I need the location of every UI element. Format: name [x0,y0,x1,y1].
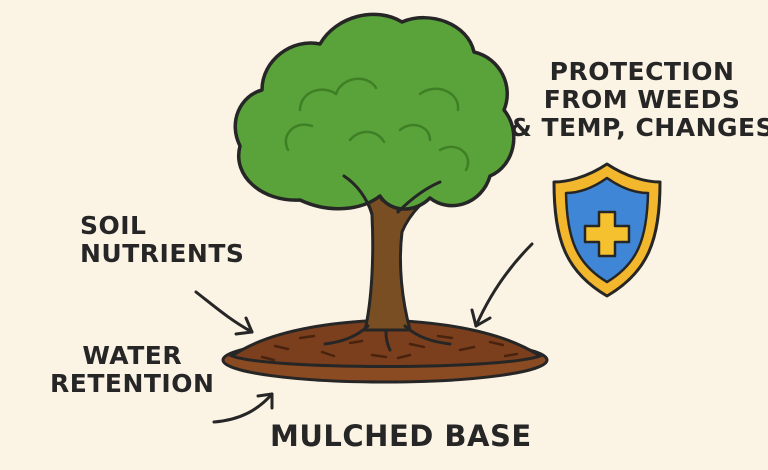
protection-label-line: PROTECTION [549,57,735,86]
protection-label: PROTECTION FROM WEEDS & TEMP, CHANGES [510,58,768,142]
tree-icon [233,12,516,352]
soil-label-line: NUTRIENTS [80,239,245,268]
water-label-line: RETENTION [50,369,215,398]
water-label-line: WATER [82,341,183,370]
arrow-soil-to-mound-icon [194,290,254,336]
soil-label-line: SOIL [80,211,147,240]
arrow-water-to-mound-icon [212,392,274,424]
protection-label-line: FROM WEEDS [543,85,741,114]
water-retention-label: WATER RETENTION [50,342,214,398]
arrow-shield-to-mound-icon [470,242,534,328]
protection-label-line: & TEMP, CHANGES [510,113,768,142]
mulched-base-label: MULCHED BASE [270,419,532,453]
shield-plus-icon [552,162,662,298]
soil-nutrients-label: SOIL NUTRIENTS [80,212,244,268]
